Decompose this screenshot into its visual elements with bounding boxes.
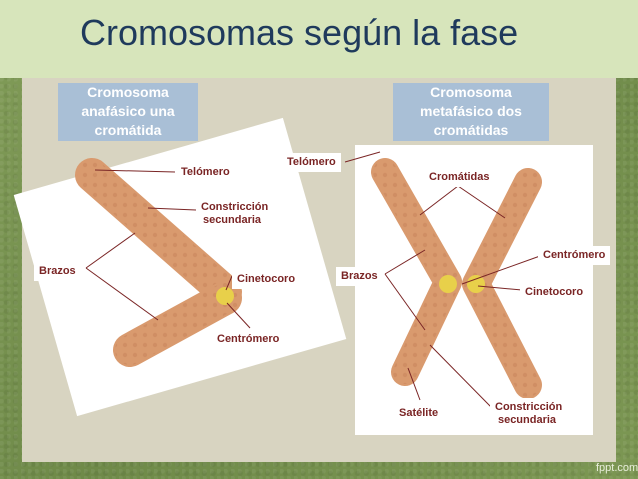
label-right-satellite: Satélite <box>394 404 444 423</box>
label-left-arms: Brazos <box>34 262 81 281</box>
title-bar: Cromosomas según la fase <box>0 0 638 78</box>
metaphase-chromosome <box>371 158 542 399</box>
metaphase-centromere-1 <box>439 275 457 293</box>
label-right-arms: Brazos <box>336 267 383 286</box>
label-right-telomere: Telómero <box>282 153 341 172</box>
slide-title: Cromosomas según la fase <box>80 12 519 53</box>
label-right-centromere: Centrómero <box>538 246 611 265</box>
leader-lines <box>85 151 541 409</box>
footer-brand: fppt.com <box>596 462 638 474</box>
anaphase-heading-box: Cromosoma anafásico una cromátida <box>58 83 198 141</box>
label-left-secondary-constriction: Constricción secundaria <box>196 198 268 230</box>
label-left-centromere: Centrómero <box>212 330 285 349</box>
anaphase-chromosome <box>75 158 242 367</box>
metaphase-heading-box: Cromosoma metafásico dos cromátidas <box>393 83 549 141</box>
metaphase-centromere-2 <box>467 275 485 293</box>
anaphase-centromere <box>216 287 234 305</box>
label-right-kinetochore: Cinetocoro <box>520 283 589 302</box>
label-left-telomere: Telómero <box>176 163 235 182</box>
label-left-kinetochore: Cinetocoro <box>232 270 301 289</box>
label-right-chromatids: Cromátidas <box>424 168 495 187</box>
label-right-secondary-constriction: Constricción secundaria <box>490 398 564 430</box>
